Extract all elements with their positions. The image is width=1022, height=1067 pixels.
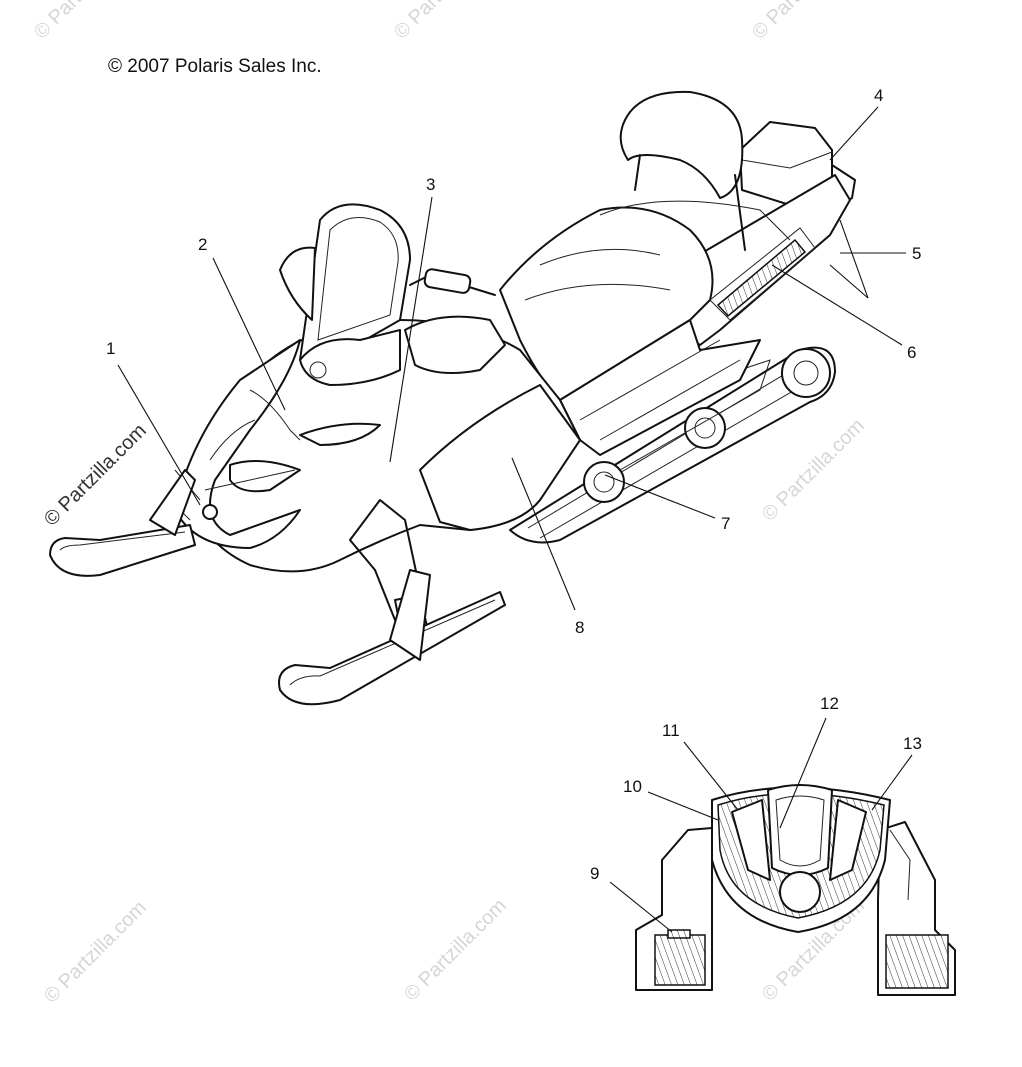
callout-4: 4 [829, 86, 883, 161]
svg-text:3: 3 [426, 175, 435, 194]
callout-5: 5 [829, 219, 921, 299]
callout-7: 7 [604, 474, 730, 533]
callout-2: 2 [198, 235, 286, 411]
callout-13: 13 [871, 734, 922, 811]
svg-text:12: 12 [820, 694, 839, 713]
svg-text:9: 9 [590, 864, 599, 883]
callout-6: 6 [771, 264, 916, 362]
svg-text:2: 2 [198, 235, 207, 254]
callout-11: 11 [662, 721, 739, 811]
svg-text:13: 13 [903, 734, 922, 753]
svg-text:4: 4 [874, 86, 883, 105]
svg-text:7: 7 [721, 514, 730, 533]
svg-text:10: 10 [623, 777, 642, 796]
callout-12: 12 [779, 694, 839, 829]
callout-3: 3 [389, 175, 435, 463]
snowmobile-illustration [49, 90, 856, 706]
callout-1: 1 [106, 339, 201, 506]
copyright-notice: © 2007 Polaris Sales Inc. [108, 56, 322, 77]
svg-text:8: 8 [575, 618, 584, 637]
callout-10: 10 [623, 777, 719, 821]
svg-text:11: 11 [662, 721, 680, 740]
svg-text:1: 1 [106, 339, 115, 358]
hood-top-view-illustration [635, 784, 956, 996]
svg-text:5: 5 [912, 244, 921, 263]
callout-9: 9 [590, 864, 673, 933]
callout-8: 8 [511, 457, 584, 637]
svg-text:6: 6 [907, 343, 916, 362]
